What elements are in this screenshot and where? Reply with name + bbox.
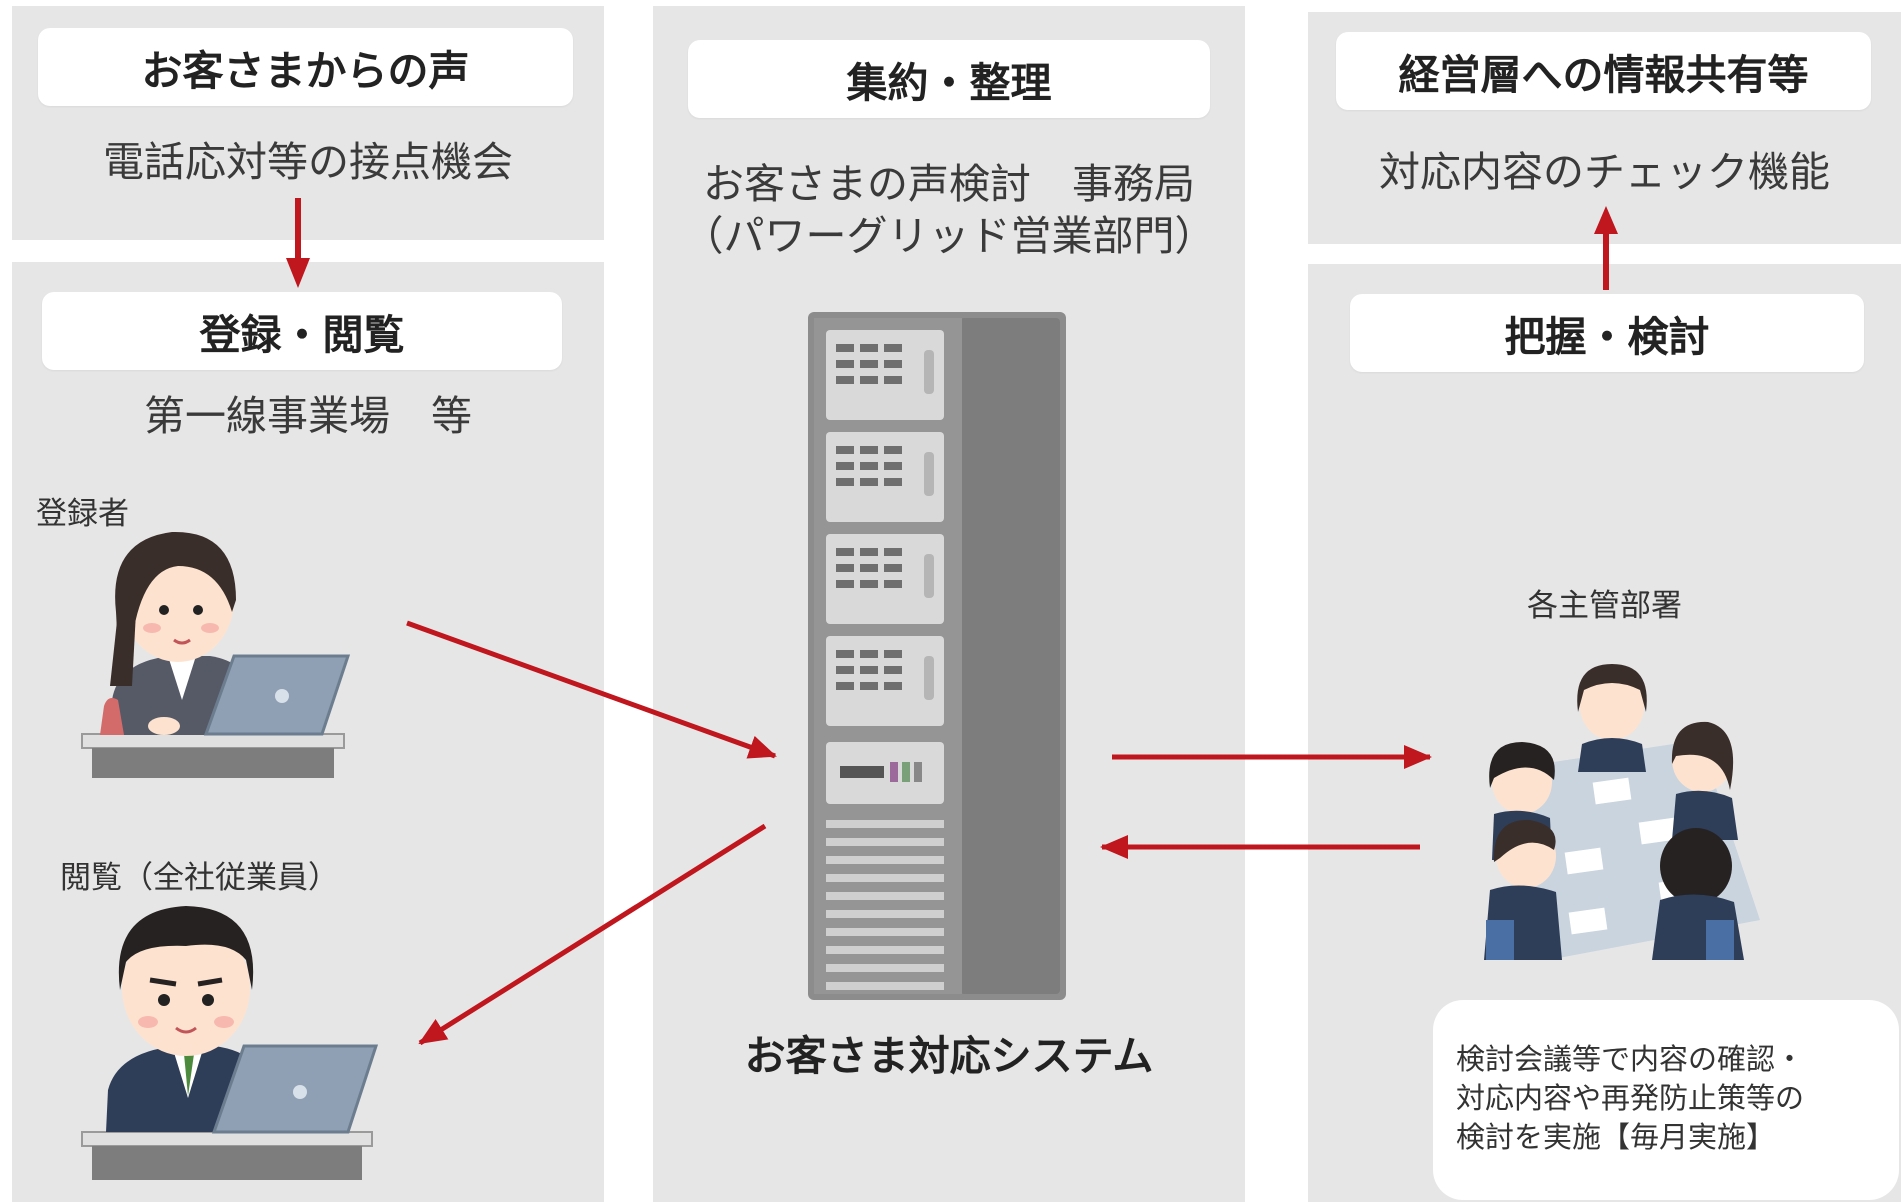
callout-line: 検討会議等で内容の確認・: [1456, 1042, 1805, 1076]
contact-opportunity-text: 電話応対等の接点機会: [103, 138, 513, 186]
callout-line: 検討を実施【毎月実施】: [1456, 1120, 1776, 1154]
arrow-registrant-to-system: [406, 620, 777, 759]
registrant-label: 登録者: [36, 496, 129, 532]
viewer-man-icon: [81, 906, 379, 1180]
server-icon: [808, 312, 1066, 1000]
register-view-title: 登録・閲覧: [42, 292, 562, 370]
check-function-text: 対応内容のチェック機能: [1379, 148, 1830, 196]
meeting-group-icon: [1484, 664, 1760, 960]
review-callout-bubble: [1433, 1000, 1899, 1200]
arrow-system-to-viewer: [418, 823, 767, 1046]
arrow-review-to-management: [1594, 206, 1618, 290]
departments-label: 各主管部署: [1527, 588, 1682, 624]
secretariat-text: お客さまの声検討 事務局: [703, 160, 1195, 208]
management-share-title: 経営層への情報共有等: [1336, 32, 1871, 110]
customer-system-label: お客さま対応システム: [744, 1032, 1154, 1080]
frontline-sites-text: 第一線事業場 等: [144, 392, 472, 440]
customer-voice-title: お客さまからの声: [38, 28, 573, 106]
arrow-voice-to-register: [286, 198, 310, 288]
review-callout-text: 検討会議等で内容の確認・ 対応内容や再発防止策等の 検討を実施【毎月実施】: [1456, 1040, 1804, 1157]
callout-line: 対応内容や再発防止策等の: [1456, 1081, 1805, 1115]
aggregate-title: 集約・整理: [688, 40, 1210, 118]
viewer-label: 閲覧（全社従業員）: [60, 860, 339, 896]
registrant-woman-icon: [81, 531, 351, 778]
grasp-review-title: 把握・検討: [1350, 294, 1864, 372]
department-text: （パワーグリッド営業部門）: [682, 212, 1216, 260]
